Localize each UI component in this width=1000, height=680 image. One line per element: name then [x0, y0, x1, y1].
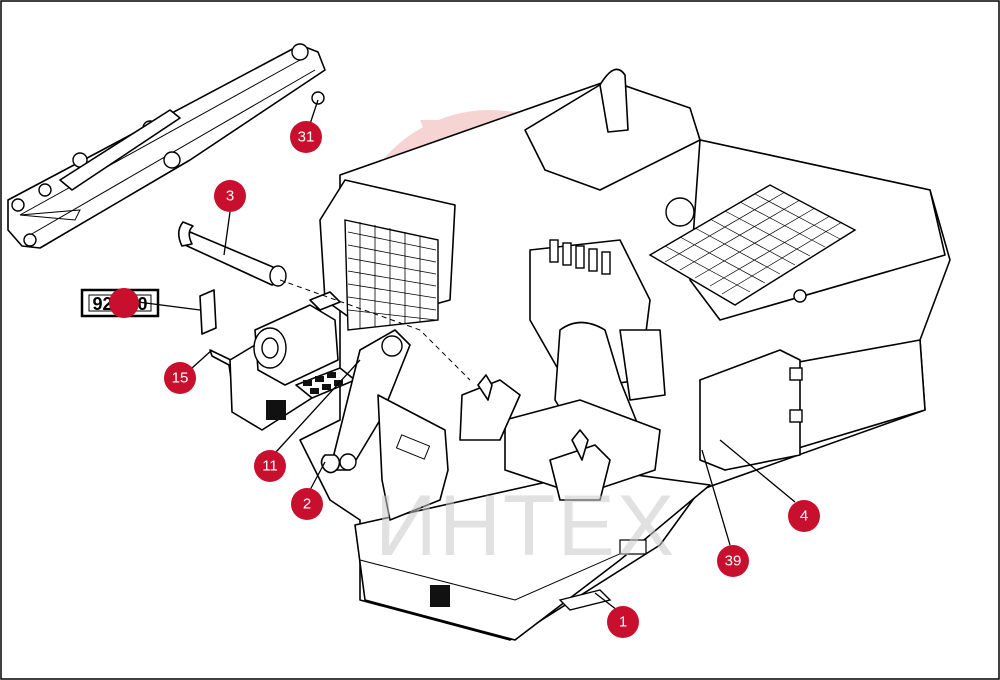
side-plate: [377, 394, 449, 521]
linkage-arm: [320, 329, 411, 474]
reference-marker[interactable]: [109, 288, 139, 318]
callout-11[interactable]: 11: [254, 450, 286, 482]
callout-2-label: 2: [303, 496, 311, 513]
callout-4[interactable]: 4: [788, 500, 820, 532]
radiator-grille: [344, 219, 439, 331]
callout-15-label: 15: [172, 370, 189, 387]
callout-3[interactable]: 3: [214, 180, 246, 212]
dashed-guide: [279, 279, 471, 381]
callout-31-label: 31: [298, 129, 315, 146]
top-grille-panel: [648, 184, 857, 306]
leader-lines: [137, 99, 796, 611]
control-lever-right: [549, 429, 611, 501]
callout-11-label: 11: [262, 458, 278, 475]
pin-part: [177, 221, 287, 287]
control-lever-left: [459, 374, 521, 441]
boom-arm-assembly: [7, 43, 326, 249]
hydraulic-pump: [253, 291, 341, 386]
callout-15[interactable]: 15: [164, 362, 196, 394]
callout-31[interactable]: 31: [290, 121, 322, 153]
callout-1[interactable]: 1: [607, 606, 639, 638]
callout-1-label: 1: [619, 614, 627, 631]
callout-2[interactable]: 2: [291, 488, 323, 520]
callout-39[interactable]: 39: [717, 545, 749, 577]
callout-4-label: 4: [800, 508, 808, 525]
callout-3-label: 3: [226, 188, 234, 205]
watermark-text: ИНТЕХ: [375, 478, 676, 574]
step-tray: [266, 400, 647, 611]
side-door-panel: [699, 349, 803, 471]
callout-39-label: 39: [725, 553, 742, 570]
